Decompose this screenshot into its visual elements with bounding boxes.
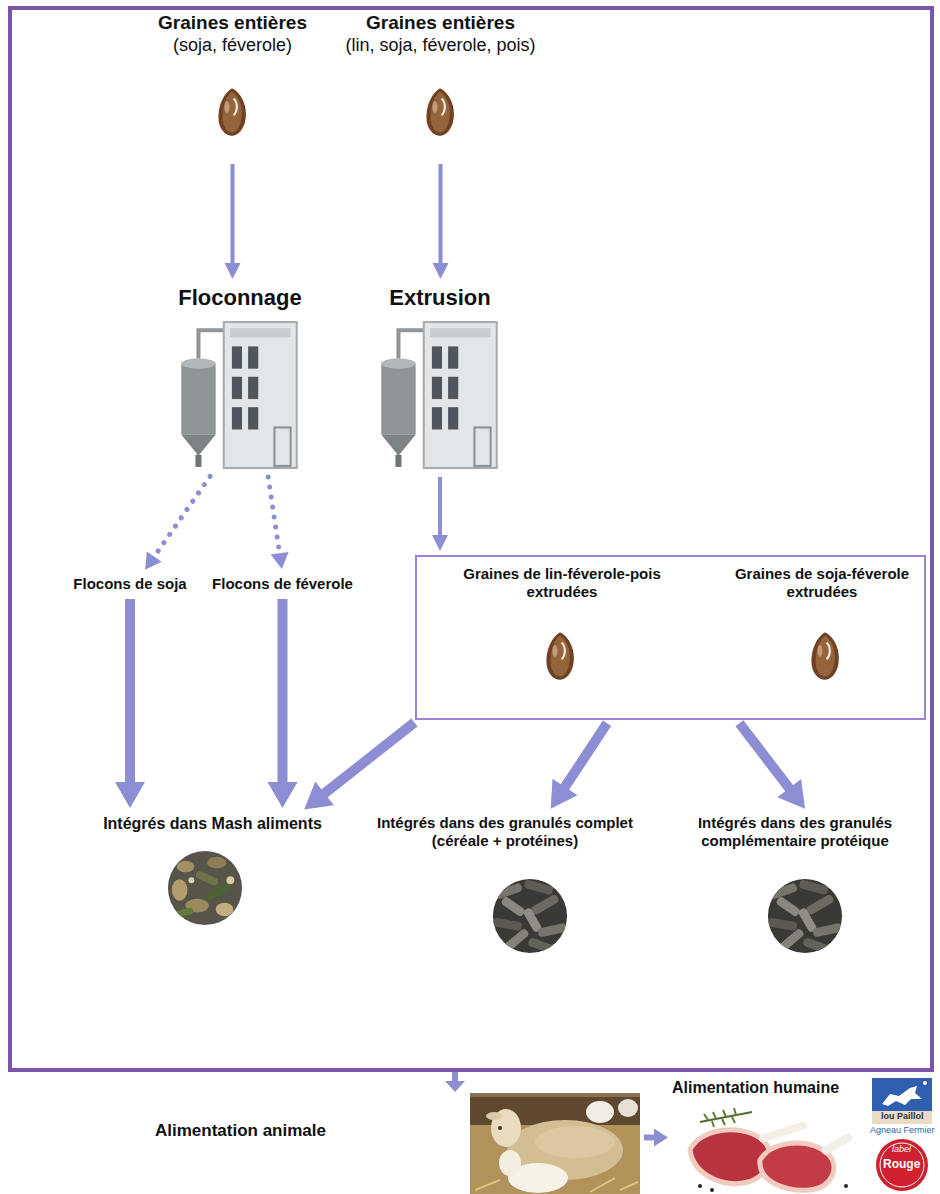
logo-text: Rouge <box>883 1157 920 1171</box>
arrow-head <box>654 1129 668 1147</box>
frame-exit-arrow <box>445 1072 465 1092</box>
pellet-photo <box>491 877 569 955</box>
arrow-shaft <box>439 164 443 265</box>
use-label: Alimentation humaine <box>672 1078 844 1192</box>
arrow-shaft <box>739 723 790 790</box>
feed-label: Intégrés dans Mash aliments <box>96 812 329 835</box>
arrow-shaft <box>268 477 280 555</box>
feed-label: Intégrés dans des granulés complémentair… <box>670 812 920 852</box>
flow-arrow <box>304 723 414 810</box>
source-heading: Graines entières(lin, soja, féverole, po… <box>338 10 543 160</box>
factory-icon <box>381 322 497 468</box>
arrow-shaft <box>438 477 442 537</box>
arrow-head <box>551 779 578 809</box>
node-text: (soja, féverole) <box>157 35 308 57</box>
node-text: Graines de lin-féverole-pois extrudées <box>437 565 687 601</box>
node-text: Alimentation humaine <box>672 1078 839 1097</box>
product-box: Graines de lin-féverole-pois extrudées Gr… <box>415 555 926 720</box>
mash-photo <box>166 849 244 927</box>
node-text: Intégrés dans des granulés complémentair… <box>676 814 914 850</box>
arrow-shaft <box>564 723 607 789</box>
arrow-shaft <box>125 599 135 785</box>
meat-photo <box>690 1108 854 1192</box>
arrow-head <box>115 782 145 808</box>
product-label: Flocons de soja <box>66 573 194 595</box>
seed-icon <box>546 632 574 680</box>
node-text: Floconnage <box>177 285 303 311</box>
logo-text: label <box>892 1144 911 1155</box>
factory-icon <box>181 322 297 468</box>
feed-label: Intégrés dans des granulés complet (céré… <box>360 812 650 852</box>
flow-arrow <box>551 723 607 808</box>
pellet-photo <box>766 877 844 955</box>
arrow-head <box>433 263 449 279</box>
arrow-head <box>304 782 334 810</box>
arrow-shaft <box>153 476 210 558</box>
node-text: Graines de soja-féverole extrudées <box>732 565 912 601</box>
flow-arrow <box>739 723 805 809</box>
flow-arrow <box>268 477 288 569</box>
arrow-head <box>145 551 162 569</box>
arrow-head <box>225 263 241 279</box>
flow-arrow <box>433 164 449 279</box>
node-text: Flocons de féverole <box>211 575 354 593</box>
process-heading: Extrusion <box>382 283 498 473</box>
use-label: Alimentation animale <box>150 1093 640 1192</box>
product-label: Flocons de féverole <box>205 573 360 595</box>
label-rouge-logo <box>876 1139 928 1191</box>
process-heading: Floconnage <box>171 283 309 473</box>
flow-arrow <box>145 476 210 569</box>
node-text: Alimentation animale <box>155 1121 326 1141</box>
source-heading: Graines entières(soja, féverole) <box>151 10 314 160</box>
arrow-head <box>777 779 805 809</box>
seed-icon <box>811 632 839 680</box>
logo-text: Agneau Fermier <box>870 1125 935 1136</box>
seed-icon <box>426 88 454 136</box>
logo-text: lou Paillol <box>881 1111 924 1122</box>
outer-frame <box>10 8 932 1070</box>
flow-arrow <box>432 477 448 551</box>
node-text: Flocons de soja <box>72 575 188 593</box>
arrow-head <box>432 535 448 551</box>
node-text: (lin, soja, féverole, pois) <box>344 35 537 57</box>
arrow-shaft <box>278 599 288 785</box>
arrow-head <box>271 552 289 569</box>
node-text: Intégrés dans des granulés complet (céré… <box>366 814 644 850</box>
flow-arrow <box>268 599 298 808</box>
seed-icon <box>218 88 246 136</box>
node-text: Intégrés dans Mash aliments <box>102 814 323 833</box>
flow-arrow <box>644 1129 668 1147</box>
arrow-shaft <box>644 1135 655 1141</box>
arrow-head <box>268 782 298 808</box>
flow-arrow <box>225 164 241 279</box>
node-text: Extrusion <box>388 285 492 311</box>
arrow-shaft <box>231 164 235 265</box>
node-text: Graines entières <box>157 12 308 35</box>
flow-arrow <box>115 599 145 808</box>
lou-paillol-logo <box>872 1078 932 1124</box>
sheep-photo <box>470 1093 640 1194</box>
arrow-shaft <box>323 723 415 796</box>
node-text: Graines entières <box>344 12 537 35</box>
